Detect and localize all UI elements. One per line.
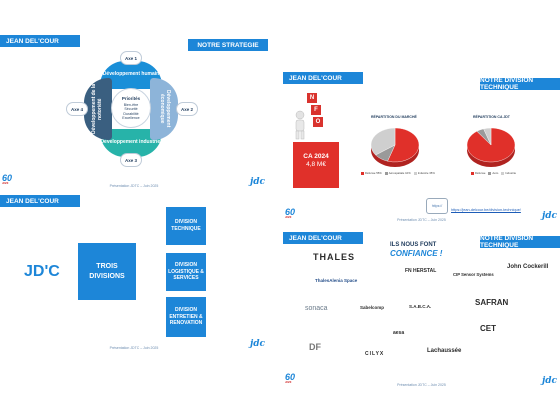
division-entretien-box[interactable]: DIVISION ENTRETIEN & RENOVATION xyxy=(166,297,206,337)
legend-label: Aéro xyxy=(492,171,499,175)
legend-swatch xyxy=(488,171,492,175)
client-logo-lachaussee: Lachaussée xyxy=(427,348,462,354)
legend-label: Aérospatiale 10% xyxy=(388,171,411,175)
client-logo-thalesalenia: ThalesAlenia Space xyxy=(315,278,358,283)
legend-label: Défense xyxy=(475,171,486,175)
priority-item: Excellence xyxy=(122,116,140,121)
client-logo-sabca: S.A.B.C.A. xyxy=(409,304,432,309)
axe-1-badge: Axe 1 xyxy=(120,51,142,65)
slide-footer: Présentation JDTC – Juin 2025 xyxy=(397,383,446,387)
nfo-cubes: N F O xyxy=(305,93,333,137)
client-logo-cockerill: John Cockerill xyxy=(507,264,549,270)
jdc-logo: jdc xyxy=(541,376,557,386)
brand-title: JD'C xyxy=(24,263,60,280)
jdc-logo: jdc xyxy=(249,339,265,349)
legend-swatch xyxy=(413,171,417,175)
section-title: NOTRE STRATEGIE xyxy=(188,39,268,51)
person-figure-icon xyxy=(295,110,305,140)
axe-2-badge: Axe 2 xyxy=(176,102,198,116)
client-logo-thales: THALES xyxy=(313,252,355,262)
company-title: JEAN DEL'COUR xyxy=(283,232,363,244)
division-technique-box[interactable]: DIVISION TECHNIQUE xyxy=(166,207,206,245)
client-logo-cip: CIP Sensor Systems xyxy=(453,272,494,277)
priorities-title: Priorités xyxy=(121,96,141,101)
priorities-circle: Priorités Bien-être Sécurité Durabilité … xyxy=(111,88,151,128)
axe-3-badge: Axe 3 xyxy=(120,153,142,167)
slide-footer: Présentation JDTC – Juin 2025 xyxy=(109,346,159,350)
legend-label: Industrie 35% xyxy=(417,171,435,175)
division-link[interactable]: https://jean-delcour.be/division-techniq… xyxy=(451,208,521,212)
legend-swatch xyxy=(361,171,364,175)
priority-item: Bien-être xyxy=(123,102,139,107)
legend-label: Industrie xyxy=(505,171,517,175)
globe-icon: https:// xyxy=(426,198,448,214)
company-title: JEAN DEL'COUR xyxy=(0,195,80,207)
legend-item: Défense 55% xyxy=(361,171,382,175)
slide-footer: Présentation JDTC – Juin 2025 xyxy=(397,218,446,222)
slide-footer: Présentation JDTC – Juin 2025 xyxy=(109,184,159,188)
company-title: JEAN DEL'COUR xyxy=(0,35,80,47)
legend-label: Défense 55% xyxy=(365,171,382,175)
client-logo-sabelcomp: Sabelcomp xyxy=(360,305,385,310)
slide-clients[interactable]: JEAN DEL'COUR NOTRE DIVISION TECHNIQUE I… xyxy=(283,230,560,390)
cube-letter: F xyxy=(311,105,321,115)
client-logo-safran: SAFRAN xyxy=(475,298,509,307)
client-logo-cilyx: CILYX xyxy=(365,351,385,357)
division-logistique-box[interactable]: DIVISION LOGISTIQUE & SERVICES xyxy=(166,253,206,291)
jdc-logo: jdc xyxy=(249,177,265,187)
slide-divisions[interactable]: JEAN DEL'COUR JD'C TROIS DIVISIONS DIVIS… xyxy=(0,193,268,353)
quadrant-right-label: Développement économique xyxy=(159,90,171,128)
ca-value: 4,8 M€ xyxy=(306,161,326,169)
chart2-title: RÉPARTITION CA JDT xyxy=(473,115,510,119)
client-logo-fnherstal: FN HERSTAL xyxy=(405,268,437,274)
priority-item: Sécurité xyxy=(124,107,138,112)
quadrant-right: Développement économique xyxy=(150,78,178,140)
pie-slice-industrie xyxy=(483,127,492,146)
legend-item: Industrie xyxy=(501,171,516,175)
ca-box: CA 2024 4,8 M€ xyxy=(293,142,339,188)
cube-letter: O xyxy=(313,117,323,127)
trust-line-1: ILS NOUS FONT xyxy=(390,242,437,248)
quadrant-left-label: Développement de la notoriété xyxy=(91,84,103,135)
legend-item: Aéro xyxy=(488,171,498,175)
pie-slice-industrie xyxy=(370,127,396,156)
chart1-title: RÉPARTITION DU MARCHÉ xyxy=(371,115,417,119)
client-logo-sonaca: sonaca xyxy=(305,305,328,312)
client-logo-cet: CET xyxy=(480,324,496,333)
client-logo-df: DF xyxy=(309,342,321,352)
chart1-legend: Défense 55% Aérospatiale 10% Industrie 3… xyxy=(361,171,435,175)
quadrant-left: Développement de la notoriété xyxy=(84,78,112,140)
axe-4-badge: Axe 4 xyxy=(66,102,88,116)
legend-item: Industrie 35% xyxy=(413,171,435,175)
client-logo-aesa: aesa xyxy=(393,330,405,336)
three-divisions-box: TROIS DIVISIONS xyxy=(78,243,136,300)
chart2-legend: Défense Aéro Industrie xyxy=(471,171,516,175)
pie-slice-dfense xyxy=(387,127,420,163)
cube-letter: N xyxy=(307,93,317,103)
legend-item: Aérospatiale 10% xyxy=(384,171,411,175)
strategy-diagram: Développement humain Développement indus… xyxy=(66,50,198,168)
legend-swatch xyxy=(501,171,505,175)
legend-item: Défense xyxy=(471,171,485,175)
priority-item: Durabilité xyxy=(123,111,139,116)
trust-line-2: CONFIANCE ! xyxy=(390,249,443,258)
ca-label: CA 2024 xyxy=(303,153,329,160)
legend-swatch xyxy=(471,171,474,175)
legend-swatch xyxy=(384,171,388,175)
section-title: NOTRE DIVISION TECHNIQUE xyxy=(480,77,560,91)
slide-strategie[interactable]: JEAN DEL'COUR NOTRE STRATEGIE Développem… xyxy=(0,33,268,191)
slide-technique[interactable]: JEAN DEL'COUR NOTRE DIVISION TECHNIQUE N… xyxy=(283,70,560,225)
company-title: JEAN DEL'COUR xyxy=(283,72,363,84)
ca-pie-chart xyxy=(466,127,516,167)
section-title: NOTRE DIVISION TECHNIQUE xyxy=(480,235,560,249)
market-pie-chart xyxy=(370,127,420,167)
jdc-logo: jdc xyxy=(541,211,557,221)
